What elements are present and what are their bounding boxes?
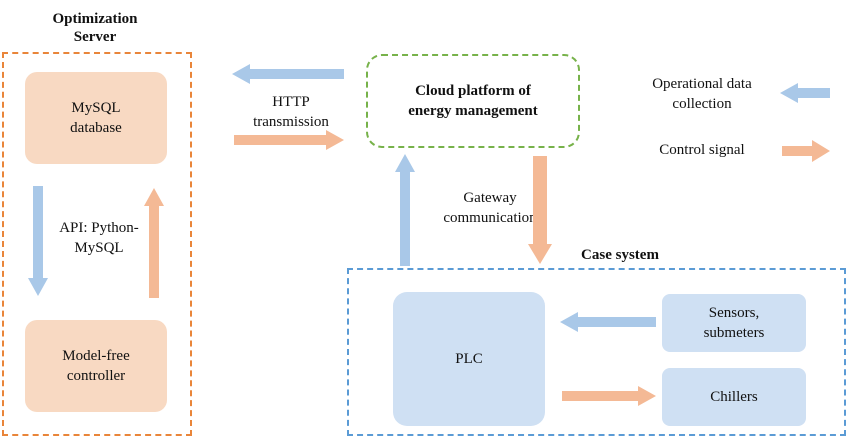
sensors-to-plc-arrow (560, 312, 656, 332)
legend-control-label: Control signal (659, 142, 745, 158)
model-free-controller-box: Model-free controller (25, 320, 167, 412)
gateway-communication-label: Gateway communication (443, 190, 537, 226)
http-left-arrow (232, 64, 344, 84)
cloud-platform-box: Cloud platform of energy management (366, 54, 580, 148)
chillers-box: Chillers (662, 368, 806, 426)
optimization-server-frame (2, 52, 192, 436)
optimization-server-title: Optimization Server (52, 11, 138, 45)
legend-control-arrow (782, 140, 830, 162)
sensors-submeters-box: Sensors, submeters (662, 294, 806, 352)
case-system-title: Case system (581, 247, 659, 263)
legend-operational-label: Operational data collection (652, 76, 752, 112)
api-up-arrow (144, 188, 164, 298)
api-label: API: Python- MySQL (59, 220, 139, 256)
http-transmission-label: HTTP transmission (253, 94, 329, 130)
plc-to-chillers-arrow (562, 386, 656, 406)
api-down-arrow (28, 186, 48, 296)
case-system-frame (347, 268, 846, 436)
gateway-up-arrow (395, 154, 415, 266)
http-right-arrow (234, 130, 344, 150)
gateway-down-arrow (528, 156, 552, 264)
plc-box: PLC (393, 292, 545, 426)
legend-data-arrow (780, 83, 830, 103)
mysql-database-box: MySQL database (25, 72, 167, 164)
